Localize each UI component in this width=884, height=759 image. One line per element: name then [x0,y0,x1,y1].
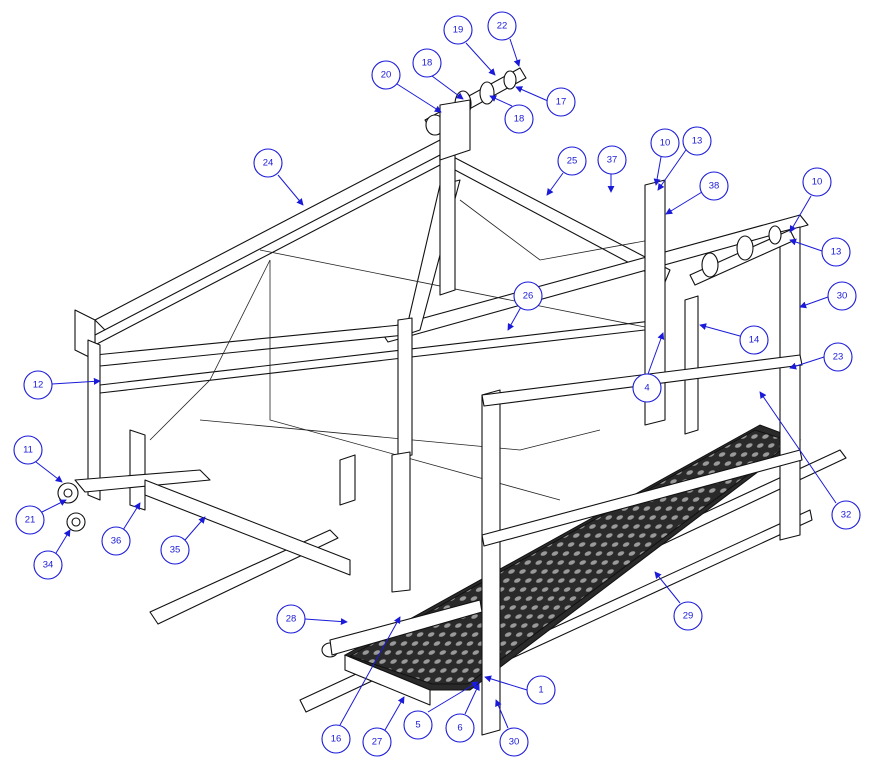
balloon-label: 37 [607,155,618,166]
frame-structure [57,67,847,736]
center-post-right [391,451,411,593]
balloon-12: 12 [23,370,53,400]
balloon-26: 26 [513,281,543,311]
interior-frame-4 [459,199,651,261]
balloon-label: 30 [509,737,520,748]
balloon-label: 10 [812,177,823,188]
balloon-18-upper: 18 [412,48,442,78]
balloon-10-right: 10 [802,167,832,197]
balloon-label: 36 [111,536,122,547]
interior-frame-2 [269,260,561,501]
balloon-13-right: 13 [821,237,851,267]
balloon-18-lower: 18 [504,104,534,134]
balloon-5: 5 [403,710,433,740]
center-post-left [397,317,413,459]
balloon-11: 11 [13,435,43,465]
left-crossbar [74,469,211,493]
balloon-label: 20 [381,70,392,81]
balloon-label: 28 [286,614,297,625]
balloon-label: 18 [422,58,433,69]
balloon-38: 38 [699,171,729,201]
balloon-30-right: 30 [827,281,857,311]
balloon-label: 13 [831,247,842,258]
balloon-6: 6 [445,713,475,743]
balloon-label: 5 [415,720,420,731]
balloon-25: 25 [557,146,587,176]
front-post-30 [481,389,501,736]
right-post-front-30 [779,226,801,541]
balloon-label: 1 [538,685,543,696]
balloon-27: 27 [362,727,392,757]
balloon-37: 37 [597,145,627,175]
balloon-label: 17 [556,97,567,108]
balloon-19: 19 [443,15,473,45]
balloon-label: 10 [660,138,671,149]
end-plate-front [339,454,356,506]
balloon-label: 24 [263,158,274,169]
balloon-label: 34 [43,560,54,571]
balloon-label: 6 [457,723,462,734]
balloon-32: 32 [831,500,861,530]
interior-frame-3 [149,259,271,441]
balloon-label: 23 [833,352,844,363]
balloon-28: 28 [276,604,306,634]
balloon-10-upper: 10 [650,128,680,158]
balloon-label: 18 [514,114,525,125]
balloon-label: 38 [709,181,720,192]
balloon-24: 24 [253,148,283,178]
interior-frame-5 [199,419,601,451]
roller-axle-assembly [424,67,527,161]
balloon-17: 17 [546,87,576,117]
balloon-label: 4 [644,383,649,394]
balloon-label: 29 [683,611,694,622]
balloon-22: 22 [487,11,517,41]
left-post-front [87,339,101,501]
balloon-35: 35 [160,535,190,565]
bottom-rail-left [149,529,339,625]
balloon-21: 21 [15,505,45,535]
balloon-4: 4 [632,373,662,403]
rear-post [439,149,456,296]
front-lower-beam [329,599,483,656]
balloon-label: 16 [331,734,342,745]
left-clevis [57,482,86,532]
left-post-rear [129,429,146,511]
balloon-label: 21 [25,515,36,526]
balloon-label: 14 [749,335,760,346]
balloon-label: 35 [170,545,181,556]
balloon-label: 19 [453,25,464,36]
balloon-36: 36 [101,526,131,556]
balloon-label: 30 [837,291,848,302]
lower-beam-35 [144,479,351,576]
handrail-lower [481,449,803,547]
axle-bracket [439,99,471,161]
inner-post [684,295,699,435]
balloon-label: 13 [692,136,703,147]
balloon-label: 27 [372,737,383,748]
walkway-kickplate [344,654,431,706]
walkway-holes [348,429,794,685]
balloon-label: 12 [33,380,44,391]
balloon-label: 32 [841,510,852,521]
balloon-callouts: 1 4 5 6 10 10 11 12 13 13 14 16 [13,11,861,757]
balloon-label: 11 [23,445,33,456]
balloon-14: 14 [739,325,769,355]
balloon-16: 16 [321,724,351,754]
balloon-30-bottom: 30 [499,727,529,757]
balloon-1: 1 [526,675,556,705]
top-beam-24-lower [94,154,441,346]
balloon-23: 23 [823,342,853,372]
balloon-label: 25 [567,156,578,167]
balloon-13-upper: 13 [682,126,712,156]
balloon-label: 26 [523,291,534,302]
balloon-label: 22 [497,21,508,32]
balloon-34: 34 [33,550,63,580]
balloon-20: 20 [371,60,401,90]
balloon-29: 29 [673,601,703,631]
